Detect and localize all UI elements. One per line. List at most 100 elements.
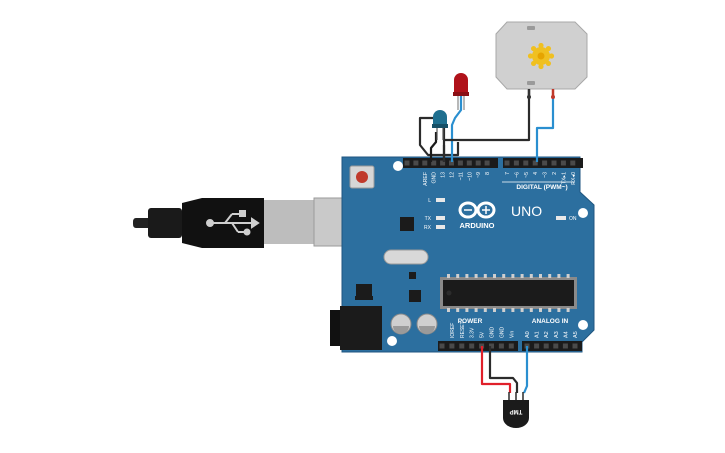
header-pin-hole[interactable] <box>560 160 566 166</box>
digital-pin-label: RX◂0 <box>571 172 577 185</box>
chip-pin <box>548 308 552 312</box>
header-pin-hole[interactable] <box>532 160 538 166</box>
digital-pin-label: AREF <box>423 172 429 186</box>
gear-tooth <box>545 60 552 67</box>
sensor-label: TMP <box>510 408 523 414</box>
wire-gnd-motor[interactable] <box>444 90 531 142</box>
reset-button[interactable] <box>349 165 375 189</box>
dc-motor[interactable] <box>495 21 588 99</box>
led-l-label: L <box>428 198 431 204</box>
led-red[interactable] <box>453 73 469 110</box>
power-header[interactable] <box>438 341 518 351</box>
header-pin-hole[interactable] <box>513 160 519 166</box>
wire-pin12-red-led[interactable] <box>450 92 463 162</box>
usb-strain-relief <box>148 208 182 238</box>
header-pin-hole[interactable] <box>572 343 578 349</box>
tmp-sensor[interactable]: TMP <box>503 392 529 428</box>
header-pin-hole[interactable] <box>542 160 548 166</box>
digital-pin-label: 12 <box>450 172 456 178</box>
digital-pin-label: ~3 <box>543 172 549 178</box>
analog-pin-label: A5 <box>573 331 579 338</box>
header-pin-hole[interactable] <box>508 343 514 349</box>
header-pin-hole[interactable] <box>475 160 481 166</box>
led-rx <box>436 225 445 229</box>
power-pin-label: 5V <box>480 331 486 338</box>
header-pin-hole[interactable] <box>439 343 445 349</box>
header-pin-hole[interactable] <box>440 160 446 166</box>
mounting-hole <box>578 208 588 218</box>
mounting-hole <box>387 336 397 346</box>
mounting-hole <box>578 320 588 330</box>
header-pin-hole[interactable] <box>422 160 428 166</box>
header-pin-hole[interactable] <box>457 160 463 166</box>
wire-a0-sensor[interactable] <box>522 346 529 394</box>
chip-pin <box>529 274 533 278</box>
usb-cable[interactable] <box>133 197 379 248</box>
small-ic <box>409 290 421 302</box>
power-pin-label: Vin <box>509 331 515 338</box>
chip-pin <box>474 308 478 312</box>
chip-pin <box>520 274 524 278</box>
header-pin-hole[interactable] <box>498 343 504 349</box>
motor-terminal-red-end <box>551 95 555 99</box>
header-pin-hole[interactable] <box>469 343 475 349</box>
analog-pin-label: A0 <box>525 331 531 338</box>
usb-connector-metal <box>264 200 314 244</box>
header-pin-hole[interactable] <box>489 343 494 349</box>
power-pin-label: RESET <box>460 321 466 338</box>
chip-pin <box>447 308 450 312</box>
header-pin-hole[interactable] <box>562 343 568 349</box>
voltage-regulator <box>355 284 373 300</box>
gear-tooth <box>530 45 537 52</box>
header-pin-hole[interactable] <box>551 160 557 166</box>
sensor-wires[interactable] <box>480 346 529 394</box>
power-pin-label: IOREF <box>450 323 456 338</box>
header-pin-hole[interactable] <box>534 343 540 349</box>
led-red-dome <box>454 73 468 92</box>
chip-pin <box>511 274 515 278</box>
header-pin-hole[interactable] <box>570 160 576 166</box>
header-pin-hole[interactable] <box>504 160 510 166</box>
digital-header[interactable] <box>403 158 583 168</box>
wire-gnd-sensor[interactable] <box>488 346 519 393</box>
power-header-label: POWER <box>458 318 483 325</box>
chip-pin <box>520 308 524 312</box>
header-pin-hole[interactable] <box>449 160 454 166</box>
led-red-base <box>453 92 469 96</box>
header-pin-hole[interactable] <box>553 343 559 349</box>
header-pin-hole[interactable] <box>449 343 455 349</box>
header-pin-hole[interactable] <box>543 343 549 349</box>
led-blue[interactable] <box>432 110 448 140</box>
usb-icon <box>206 210 260 236</box>
chip-pin <box>557 274 561 278</box>
chip-pin <box>474 274 478 278</box>
header-pin-hole[interactable] <box>404 160 410 166</box>
dc-power-jack <box>330 306 382 350</box>
header-pin-hole[interactable] <box>413 160 419 166</box>
led-l <box>436 198 445 202</box>
wire-blue-led-lead[interactable] <box>429 132 438 162</box>
digital-pin-label: ~10 <box>467 172 473 181</box>
header-pin-hole[interactable] <box>523 160 529 166</box>
header-pin-hole[interactable] <box>459 343 465 349</box>
chip-pin <box>447 274 450 278</box>
power-pin-label: 3.3V <box>470 327 476 338</box>
led-blue-dome <box>433 110 447 124</box>
analog-header-label: ANALOG IN <box>532 318 569 325</box>
header-pin-hole[interactable] <box>466 160 472 166</box>
led-on-label: ON <box>569 216 577 222</box>
header-pin-hole[interactable] <box>484 160 490 166</box>
chip-pin <box>493 308 496 312</box>
power-pin-label: GND <box>490 327 496 339</box>
analog-header[interactable] <box>522 341 582 351</box>
header-pin-hole[interactable] <box>431 160 437 166</box>
wire-5v-sensor[interactable] <box>480 346 512 393</box>
gear-tooth <box>545 45 552 52</box>
atmega-chip <box>440 274 577 312</box>
wire-pin4-motor[interactable] <box>535 95 555 162</box>
gear-tooth <box>548 53 555 59</box>
chip-pin <box>539 308 542 312</box>
